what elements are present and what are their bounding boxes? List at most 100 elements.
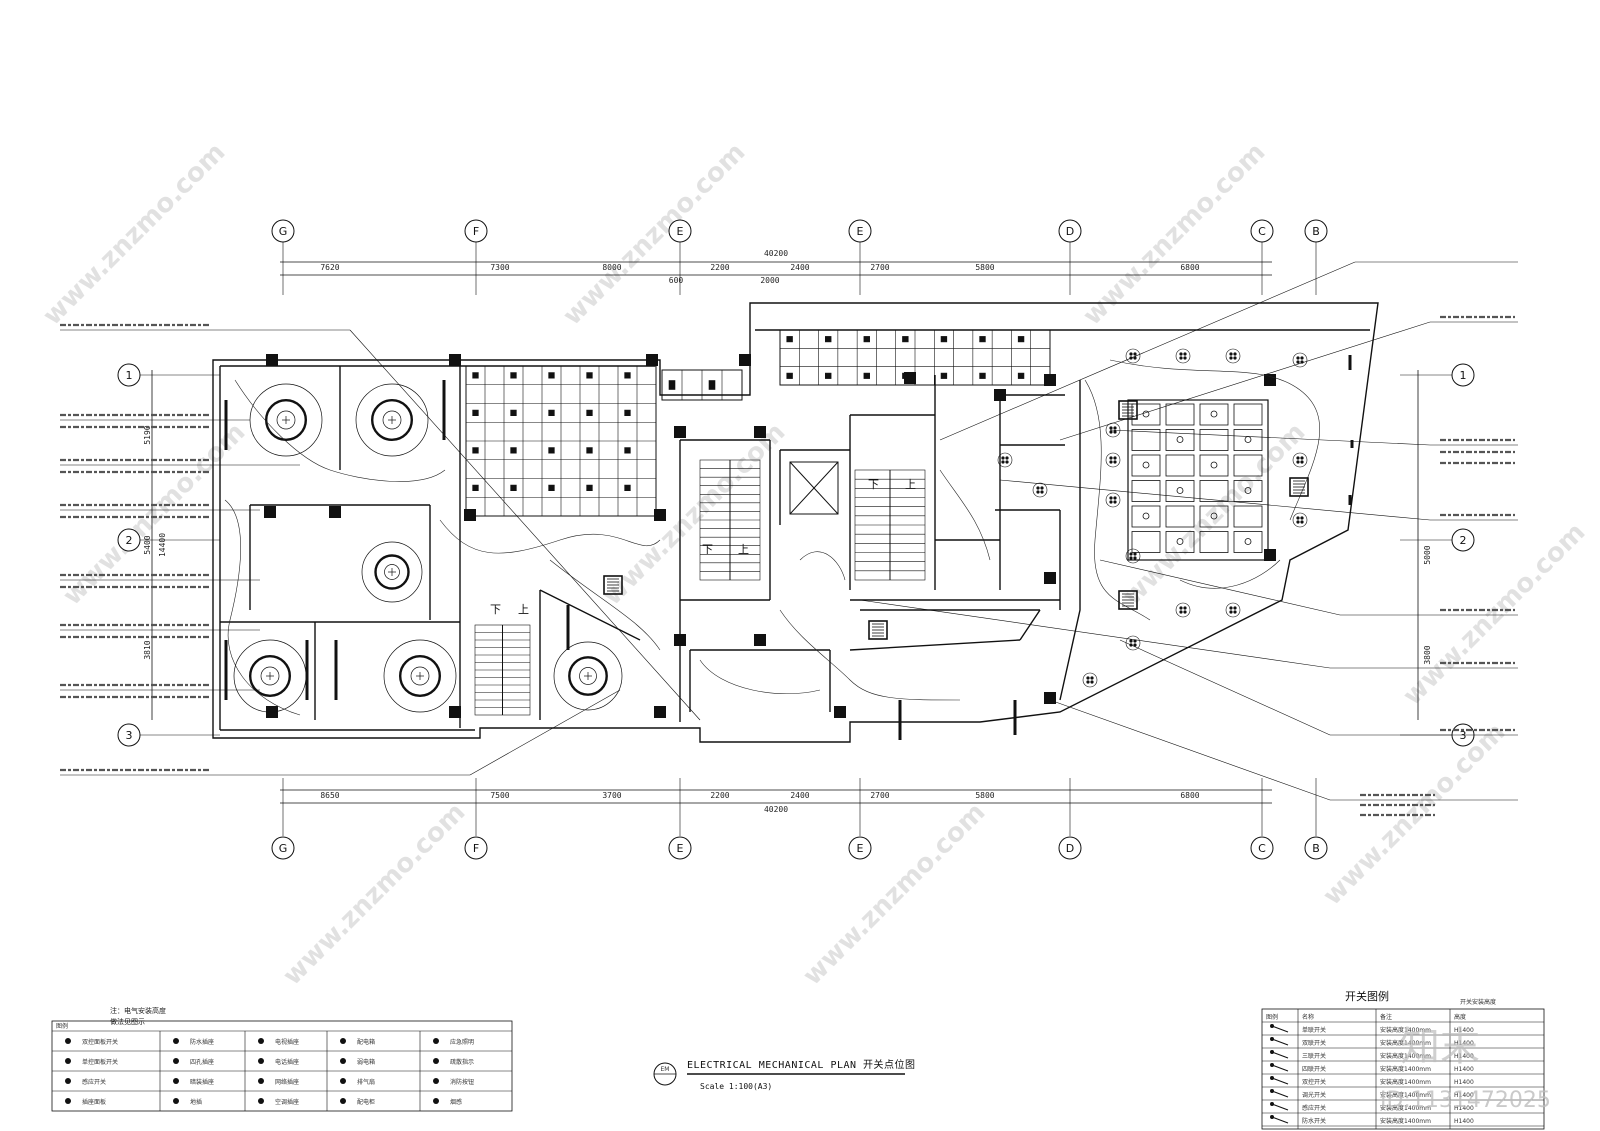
four-lamp-fixture (1125, 548, 1141, 564)
switch-symbol-icon (1271, 1038, 1289, 1046)
top-sub-dimension: 2000 (760, 276, 779, 285)
switch-name: 单联开关 (1302, 1026, 1326, 1034)
stair-down-label: 下 (868, 478, 879, 491)
grid-ceiling-small (661, 369, 743, 401)
legend-symbol-label: 配电箱 (357, 1038, 375, 1046)
small-ceiling-fixtures (224, 348, 1354, 740)
legend-symbol-label: 烟感 (450, 1098, 462, 1106)
switch-name: 三联开关 (1302, 1052, 1326, 1060)
stair-down-label: 下 (702, 543, 713, 556)
grid-ceiling-top (779, 329, 1051, 386)
four-lamp-fixture (1225, 348, 1241, 364)
svg-text:E: E (677, 842, 684, 855)
axis-bubble-bottom: D (1058, 836, 1082, 860)
legend-symbol-icon (258, 1078, 264, 1084)
four-lamp-fixture (1125, 348, 1141, 364)
switch-height: H1400 (1454, 1066, 1474, 1073)
legend-symbol-label: 电话插座 (275, 1058, 299, 1066)
legend-symbol-label: 地插 (190, 1098, 202, 1106)
round-ceiling-fixture (233, 639, 307, 713)
column (464, 509, 476, 521)
square-vent-fixture (1289, 477, 1309, 497)
legend-symbol-label: 单控面板开关 (82, 1058, 118, 1066)
svg-text:2: 2 (1460, 534, 1467, 547)
svg-text:1: 1 (1460, 369, 1467, 382)
legend-symbol-label: 防水插座 (190, 1038, 214, 1046)
round-ceiling-fixture (361, 541, 423, 603)
svg-text:E: E (857, 842, 864, 855)
legend-symbol-label: 电视插座 (275, 1038, 299, 1046)
svg-text:1: 1 (126, 369, 133, 382)
watermark-text: www.znzmo.com (557, 137, 751, 331)
axis-bubble-top: B (1304, 219, 1328, 243)
switch-symbol-icon (1271, 1064, 1289, 1072)
column (1264, 549, 1276, 561)
bottom-dimension: 5800 (975, 791, 994, 800)
legend-symbol-icon (433, 1078, 439, 1084)
four-lamp-fixture (1292, 512, 1308, 528)
round-ceiling-fixture (553, 641, 623, 711)
column (674, 634, 686, 646)
column (754, 634, 766, 646)
svg-text:F: F (473, 225, 479, 238)
column (674, 426, 686, 438)
round-ceiling-fixtures (233, 383, 623, 713)
switch-legend-header: 高度 (1454, 1013, 1466, 1021)
top-dimension: 2700 (870, 263, 889, 272)
switch-note: 安装高度1400mm (1380, 1039, 1431, 1047)
svg-text:D: D (1066, 842, 1074, 855)
svg-text:3: 3 (126, 729, 133, 742)
four-lamp-fixture (1225, 602, 1241, 618)
stair-up-label: 上 (905, 478, 916, 491)
bottom-dimension: 6800 (1180, 791, 1199, 800)
axis-bubble-right: 2 (1451, 528, 1475, 552)
axis-bubble-bottom: C (1250, 836, 1274, 860)
top-dimension: 7300 (490, 263, 509, 272)
switch-legend-note: 开关安装高度 (1460, 998, 1496, 1006)
legend-symbol-icon (258, 1098, 264, 1104)
legend-symbol-icon (433, 1058, 439, 1064)
svg-text:3: 3 (1460, 729, 1467, 742)
switch-height: H1400 (1454, 1092, 1474, 1099)
svg-text:B: B (1312, 225, 1320, 238)
axis-bubble-top: F (464, 219, 488, 243)
axis-bubble-top: E (668, 219, 692, 243)
wiring-lines (224, 359, 1320, 716)
column (1044, 692, 1056, 704)
column (754, 426, 766, 438)
bottom-dimension: 7500 (490, 791, 509, 800)
legend-symbol-icon (65, 1058, 71, 1064)
bottom-total-dimension: 40200 (764, 805, 788, 814)
four-lamp-fixture (1175, 348, 1191, 364)
switch-note: 安装高度1400mm (1380, 1078, 1431, 1086)
watermark-text: www.znzmo.com (37, 137, 231, 331)
leader-lines (60, 261, 1518, 801)
dimension-lines (151, 261, 1419, 804)
round-ceiling-fixture (383, 639, 457, 713)
switch-height: H1400 (1454, 1118, 1474, 1125)
square-vent-fixture (603, 575, 623, 595)
ceiling-grids (465, 329, 1269, 561)
legend-symbol-label: 弱电箱 (357, 1058, 375, 1066)
svg-text:2: 2 (126, 534, 133, 547)
top-sub-dimension: 600 (669, 276, 684, 285)
axis-bubble-left: 2 (117, 528, 141, 552)
stair-up-label: 上 (518, 603, 529, 616)
legend-symbol-icon (173, 1098, 179, 1104)
svg-text:E: E (677, 225, 684, 238)
svg-text:G: G (279, 225, 288, 238)
axis-bubble-left: 1 (117, 363, 141, 387)
drawing-title-block: EM ELECTRICAL MECHANICAL PLAN 开关点位图 Scal… (653, 1058, 915, 1091)
svg-text:C: C (1258, 225, 1266, 238)
watermark-text: www.znzmo.com (277, 797, 471, 991)
switch-legend-header: 备注 (1380, 1013, 1392, 1021)
symbol-legend-header: 图例 (56, 1022, 68, 1030)
bottom-dimension: 2700 (870, 791, 889, 800)
drawing-number: EM (661, 1066, 670, 1073)
legend-symbol-label: 排气扇 (357, 1078, 375, 1086)
legend-symbol-label: 消防按钮 (450, 1078, 474, 1086)
axis-bubble-bottom: G (271, 836, 295, 860)
legend-symbol-label: 疏散指示 (450, 1058, 474, 1066)
